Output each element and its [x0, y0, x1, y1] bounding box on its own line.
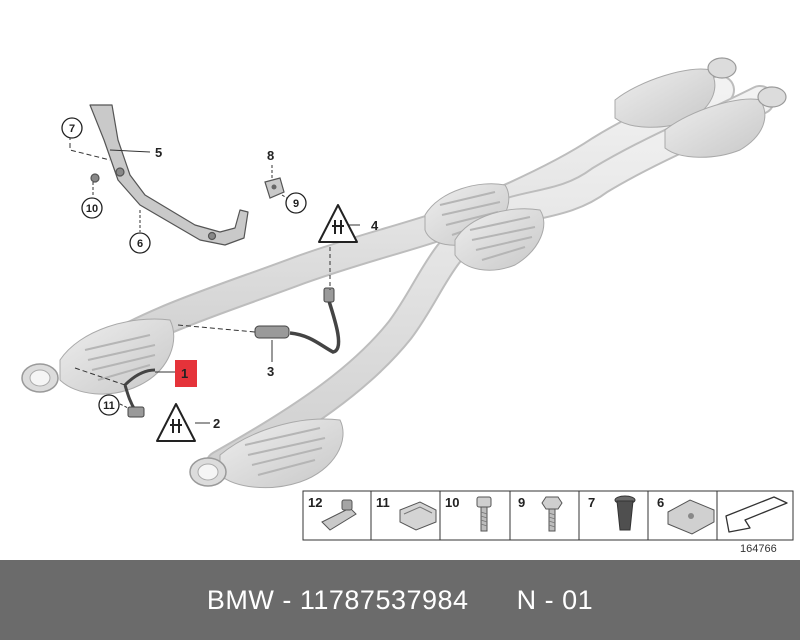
legend-item-12: 12	[308, 495, 322, 510]
legend-item-9: 9	[518, 495, 525, 510]
electrical-warning-icon-2	[156, 403, 196, 442]
clip-nut-icon	[667, 499, 715, 535]
callout-9-circle: 9	[285, 192, 307, 214]
callout-7-circle: 7	[61, 117, 83, 139]
mounting-clip	[264, 177, 285, 199]
part-number-banner: BMW - 11787537984 N - 01	[0, 560, 800, 640]
callout-6-circle: 6	[129, 232, 151, 254]
callout-3: 3	[267, 364, 274, 379]
leader-lines	[69, 135, 360, 424]
hex-bolt-icon	[476, 496, 492, 532]
callout-10: 10	[86, 203, 98, 215]
reference-number: 164766	[740, 543, 777, 555]
rear-catalytic-converter-upper	[614, 57, 737, 128]
callout-1-highlight	[175, 360, 197, 387]
spacer	[469, 585, 517, 615]
exhaust-bracket	[89, 104, 249, 246]
exhaust-parts-diagram: 1 2 3 4 5 8 7 10 6 9 11 12 11 10 9 7 6	[21, 57, 794, 555]
screw-icon	[541, 496, 563, 532]
callout-7: 7	[69, 123, 75, 135]
rear-catalytic-converter-lower	[664, 86, 787, 158]
brand-label: BMW	[206, 584, 275, 615]
part-number: 11787537984	[299, 584, 469, 615]
oxygen-sensor-1	[123, 368, 156, 418]
callout-4: 4	[371, 218, 379, 233]
callout-11: 11	[103, 400, 115, 412]
parts-legend: 12 11 10 9 7 6	[302, 490, 794, 541]
callout-6: 6	[137, 238, 143, 250]
legend-item-11: 11	[376, 495, 390, 510]
electrical-warning-icon-4	[318, 204, 358, 243]
callout-8: 8	[267, 148, 274, 163]
callout-5: 5	[155, 145, 162, 160]
rubber-nut-icon	[614, 495, 636, 531]
sensor-clip-icon	[321, 499, 357, 531]
separator: -	[274, 584, 300, 615]
callout-1: 1	[181, 366, 188, 381]
orientation-arrow-icon	[725, 496, 788, 533]
callout-2: 2	[213, 416, 220, 431]
callout-10-circle: 10	[81, 197, 103, 219]
legend-item-10: 10	[445, 495, 459, 510]
callout-9: 9	[293, 198, 299, 210]
legend-item-6: 6	[657, 495, 664, 510]
front-catalytic-converter-left	[21, 318, 175, 395]
middle-catalytic-converter-lower	[454, 208, 545, 271]
part-number-text: BMW - 11787537984 N - 01	[207, 585, 593, 616]
front-catalytic-converter-right	[189, 418, 344, 489]
legend-item-7: 7	[588, 495, 595, 510]
oxygen-sensor-3	[254, 287, 341, 354]
callout-11-circle: 11	[98, 394, 120, 416]
spring-clip-icon	[399, 501, 437, 531]
diagram-position: N - 01	[516, 584, 594, 615]
